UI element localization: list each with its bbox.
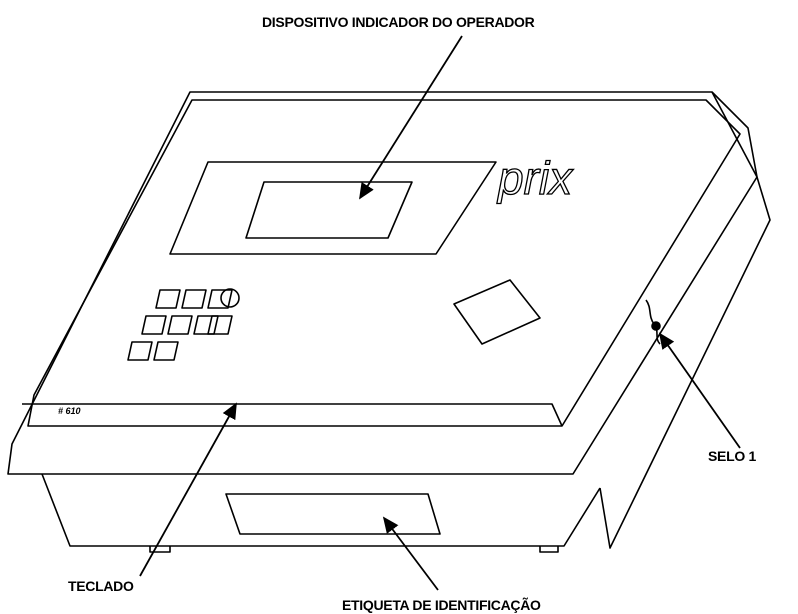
seal-dot [651,321,661,331]
arrow-display [359,35,463,200]
front-strip [22,403,563,427]
model-mark: # 610 [58,406,81,416]
arrow-keyboard [139,402,237,577]
key [193,315,219,335]
label-seal: SELO 1 [708,448,756,464]
key [155,289,181,309]
id-label-frame [225,493,441,535]
bezel-edge [711,91,758,178]
keypad [127,288,240,361]
device-side-base [599,176,771,549]
key-round [220,288,240,308]
key [167,315,193,335]
label-id-tag: ETIQUETA DE IDENTIFICAÇÃO [342,597,541,613]
key [207,289,233,309]
key [127,341,153,361]
display-screen [245,181,413,239]
key [153,341,179,361]
key [181,289,207,309]
arrow-seal [658,332,741,449]
label-keyboard: TECLADO [68,578,134,594]
arrow-id-label [382,516,439,591]
brand-logo: prix [496,152,574,204]
foot-left [149,546,171,553]
display-outer-frame [169,161,497,255]
card-reader-slot [453,279,541,345]
key [207,315,233,335]
label-display-device: DISPOSITIVO INDICADOR DO OPERADOR [262,14,535,30]
device-top-bezel [7,91,758,475]
foot-right [539,546,559,553]
key [141,315,167,335]
device-front-base [41,473,601,547]
